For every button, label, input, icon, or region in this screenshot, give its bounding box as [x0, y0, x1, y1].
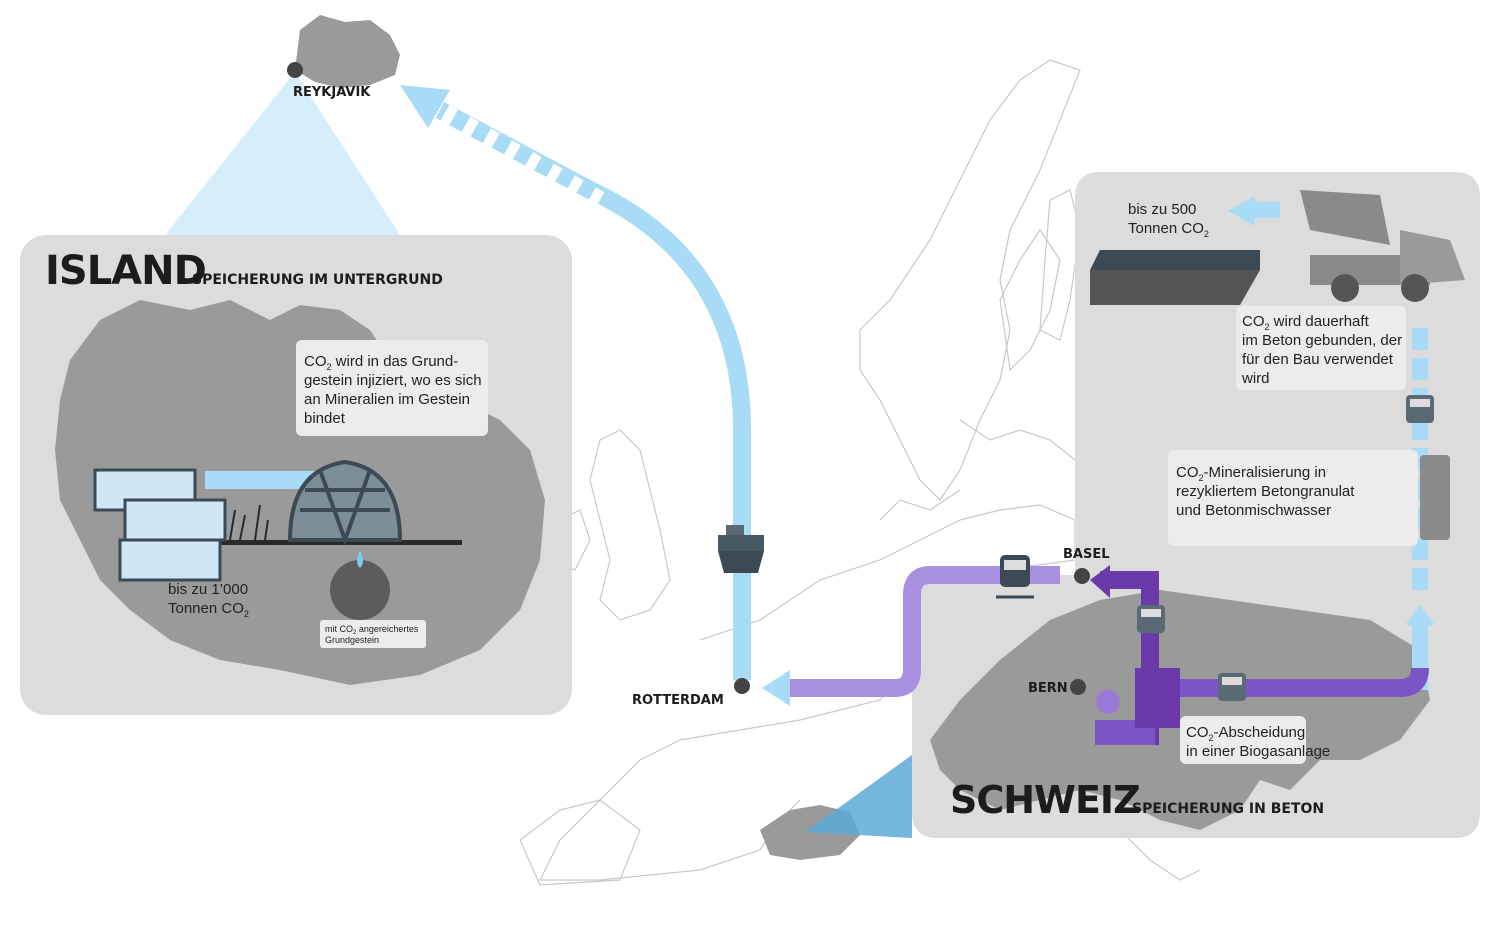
ship-route — [400, 85, 764, 680]
island-title: ISLAND — [45, 248, 206, 294]
mineral-info-line2: rezykliertem Betongranulat — [1176, 483, 1355, 500]
schweiz-subtitle: SPEICHERUNG IN BETON — [1132, 801, 1324, 817]
rock-icon — [330, 560, 390, 620]
rock-label-line2: Grundgestein — [325, 635, 379, 645]
route-arrowhead-rotterdam — [762, 670, 790, 706]
rotterdam-label: ROTTERDAM — [632, 693, 724, 708]
capture-info-box — [1180, 716, 1306, 764]
reykjavik-label: REYKJAVIK — [293, 85, 371, 100]
capture-info-line1: CO2-Abscheidung — [1186, 724, 1305, 743]
ground-line — [130, 540, 462, 545]
island-subtitle: SPEICHERUNG IM UNTERGRUND — [192, 272, 443, 288]
bound-info-line3: für den Bau verwendet — [1242, 351, 1394, 368]
bound-info-line1: CO2 wird dauerhaft — [1242, 313, 1370, 332]
container-icon — [93, 468, 227, 582]
route-arrowhead-basel — [1090, 565, 1110, 598]
ship-icon — [718, 525, 764, 573]
bern-dot — [1070, 679, 1086, 695]
bound-info-box — [1236, 306, 1406, 390]
rock-label-box — [320, 620, 426, 648]
route-arrowhead-up-lower — [1405, 605, 1435, 625]
concrete-block-icon — [1090, 250, 1260, 305]
switzerland-projection-cone — [805, 755, 912, 838]
truck-icon — [1406, 395, 1434, 423]
iceland-map-shape — [295, 15, 400, 88]
island-amount-line2: Tonnen CO2 — [168, 600, 249, 619]
dome-icon — [287, 459, 403, 546]
mineral-info-line1: CO2-Mineralisierung in — [1176, 464, 1326, 483]
schweiz-title: SCHWEIZ — [950, 778, 1140, 822]
basel-dot — [1074, 568, 1090, 584]
island-info-line4: bindet — [304, 410, 346, 427]
island-info-line2: gestein injiziert, wo es sich — [304, 372, 482, 389]
truck-icon — [1137, 605, 1165, 633]
mineral-info-box — [1168, 450, 1418, 546]
bern-label: BERN — [1028, 681, 1068, 696]
schweiz-panel: SCHWEIZ SPEICHERUNG IN BETON bis zu 500 … — [762, 172, 1480, 838]
schweiz-amount-line2: Tonnen CO2 — [1128, 220, 1209, 239]
island-info-box — [296, 340, 488, 436]
water-drop-icon — [357, 550, 363, 568]
rotterdam-dot — [734, 678, 750, 694]
route-arrowhead-reykjavik — [400, 85, 450, 128]
island-panel: ISLAND SPEICHERUNG IM UNTERGRUND CO2 wir… — [20, 235, 572, 715]
capture-info-line2: in einer Biogasanlage — [1186, 743, 1330, 760]
grass-icon — [229, 504, 269, 541]
bound-info-line2: im Beton gebunden, der — [1242, 332, 1402, 349]
iceland-projection-cone — [165, 72, 400, 235]
reykjavik-dot — [287, 62, 303, 78]
island-info-text: CO2 wird in das Grund- — [304, 353, 458, 372]
island-info-line3: an Mineralien im Gestein — [304, 391, 470, 408]
mixer-truck-icon — [1300, 190, 1465, 302]
rock-label-line1: mit CO2 angereichertes — [325, 624, 419, 636]
mineral-info-line3: und Betonmischwasser — [1176, 502, 1331, 519]
biogas-plant-icon — [1095, 668, 1180, 745]
schweiz-amount-line1: bis zu 500 — [1128, 201, 1196, 218]
truck-icon — [1218, 673, 1246, 701]
basel-label: BASEL — [1063, 547, 1110, 562]
bound-info-line4: wird — [1241, 370, 1270, 387]
train-icon — [996, 555, 1034, 599]
route-arrowhead-to-concrete — [1228, 196, 1255, 226]
island-amount-line1: bis zu 1’000 — [168, 581, 248, 598]
